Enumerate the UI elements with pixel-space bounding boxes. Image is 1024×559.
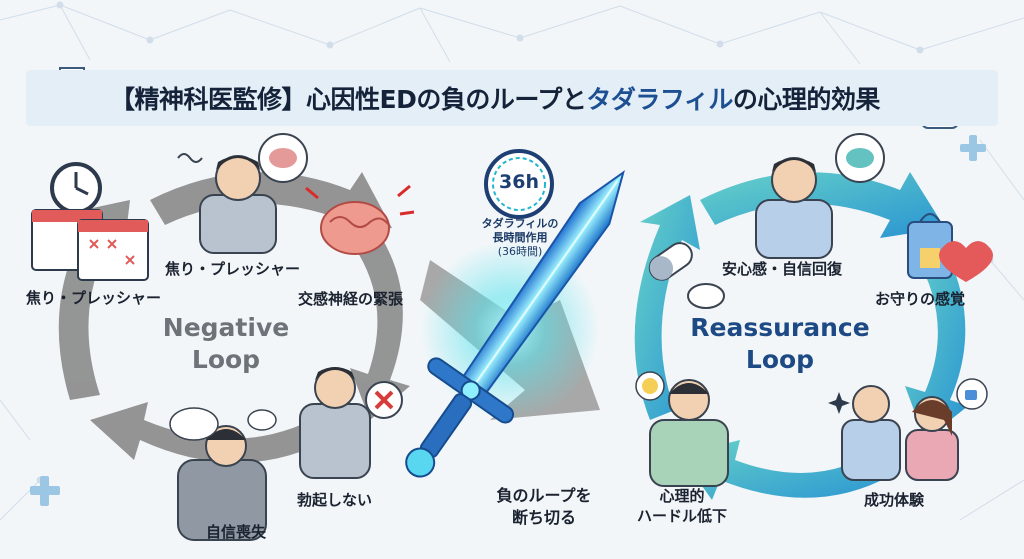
label-lost-confidence: 自信喪失 [206, 523, 267, 541]
negative-loop-title: Negative Loop [162, 313, 290, 374]
label-pressure-top: 焦り・プレッシャー [165, 260, 301, 278]
couple-figure [841, 385, 959, 481]
label-pressure-left: 焦り・プレッシャー [26, 289, 162, 307]
smile-emoji-icon [635, 371, 665, 401]
brain-icon [305, 184, 415, 255]
sparkle-icon [828, 392, 850, 414]
reassurance-loop-title: Reassurance Loop [690, 313, 870, 374]
clock-36h-label: 36h [499, 171, 539, 193]
title-banner [26, 70, 998, 126]
cut-loop-caption: 負のループを 断ち切る [496, 486, 592, 527]
clock-icon [50, 162, 102, 214]
label-psychological-hurdle: 心理的 ハードル低下 [636, 487, 727, 525]
brain-thought-icon [835, 133, 885, 183]
omamori-charm-icon [907, 213, 953, 279]
label-relief-confidence: 安心感・自信回復 [722, 260, 843, 278]
reassurance-loop-arrows [634, 172, 968, 500]
thumbs-up-icon [956, 378, 988, 410]
plus-icon [30, 135, 986, 506]
sword-icon [405, 170, 625, 478]
tadalafil-duration-caption: タダラフィルの 長時間作用 (36時間) [481, 217, 559, 258]
speech-bubble-icon [169, 407, 277, 441]
label-no-erection: 勃起しない [297, 491, 373, 509]
clock-36h-icon [484, 149, 554, 219]
stress-scribble-icon [177, 153, 203, 163]
worried-man-figure [199, 155, 277, 254]
heart-icon [939, 241, 993, 282]
smiling-man-figure [755, 157, 833, 259]
label-success-experience: 成功体験 [864, 491, 925, 509]
head-in-hands-figure [177, 425, 267, 541]
page-title: 【精神科医監修】心因性EDの負のループとタダラフィルの心理的効果 [110, 85, 880, 114]
calendar-icon [31, 209, 149, 281]
relieved-man-figure [649, 379, 729, 487]
label-charm-feeling: お守りの感覚 [875, 290, 966, 308]
brain-thought-icon [258, 133, 308, 183]
pill-capsule-icon [648, 242, 693, 281]
x-mark-icon [365, 381, 403, 419]
dejected-man-figure [299, 367, 371, 479]
label-sympathetic-tension: 交感神経の緊張 [298, 290, 404, 308]
pill-tablet-icon [687, 283, 725, 309]
